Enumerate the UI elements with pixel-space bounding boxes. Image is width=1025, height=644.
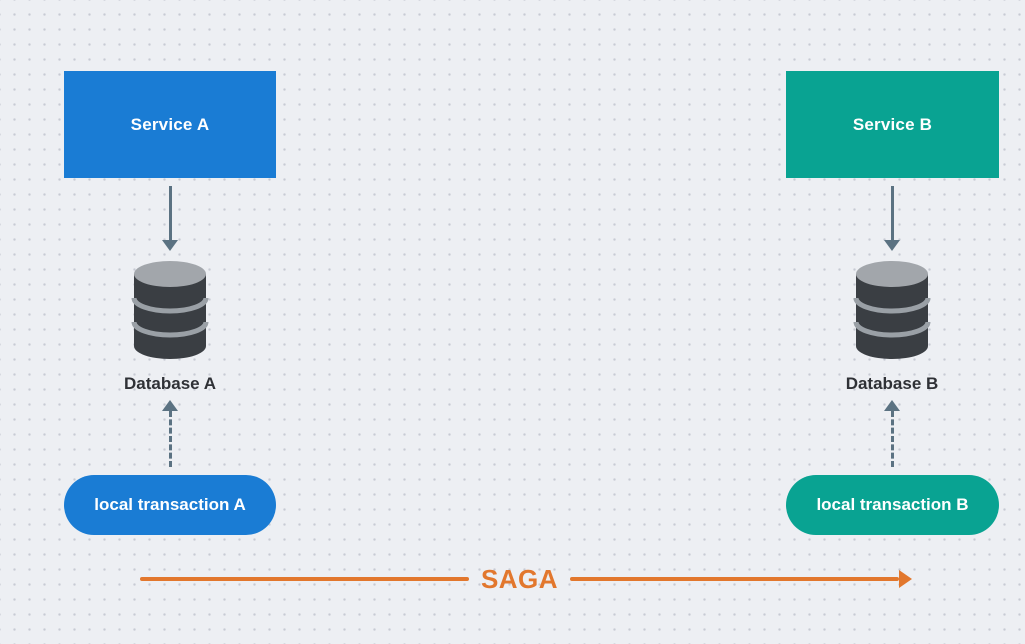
node-local-transaction-b: local transaction B — [786, 475, 999, 535]
node-service-b-label: Service B — [852, 114, 933, 134]
service-a-to-database-a-arrow — [162, 186, 178, 251]
saga-line-left — [140, 577, 469, 581]
node-database-a-label: Database A — [124, 374, 216, 393]
database-a-icon — [131, 261, 209, 359]
database-b-icon — [853, 261, 931, 359]
saga-arrow-head-icon — [899, 570, 912, 588]
dashed-arrow-shaft — [168, 411, 172, 467]
node-database-b-label: Database B — [845, 374, 939, 393]
service-b-to-database-b-arrow — [884, 186, 900, 251]
node-service-a-label: Service A — [130, 114, 210, 134]
arrow-head-up-icon — [884, 400, 900, 411]
arrow-head-up-icon — [162, 400, 178, 411]
arrow-shaft — [168, 186, 172, 240]
transaction-b-to-database-b-arrow — [884, 400, 900, 467]
saga-arrow: SAGA — [140, 563, 912, 595]
node-service-b: Service B — [786, 71, 999, 178]
transaction-a-to-database-a-arrow — [162, 400, 178, 467]
node-local-transaction-a-label: local transaction A — [94, 495, 246, 514]
arrow-shaft — [890, 186, 894, 240]
node-local-transaction-a: local transaction A — [64, 475, 276, 535]
dashed-arrow-shaft — [890, 411, 894, 467]
saga-line-right — [570, 577, 899, 581]
saga-label: SAGA — [480, 563, 559, 594]
arrow-head-down-icon — [884, 240, 900, 251]
arrow-head-down-icon — [162, 240, 178, 251]
node-local-transaction-b-label: local transaction B — [816, 495, 969, 514]
node-service-a: Service A — [64, 71, 276, 178]
